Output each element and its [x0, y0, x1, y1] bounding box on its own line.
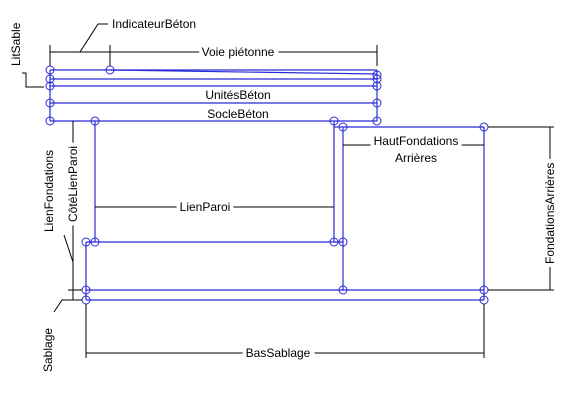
cote-lien-paroi-label: CôtéLienParoi: [66, 146, 80, 222]
bas-sablage-label: BasSablage: [246, 346, 311, 360]
sablage-leader: [53, 299, 82, 313]
lien-fondations-leader: [63, 234, 74, 263]
haut-fondations-label-line2: Arrières: [395, 151, 437, 165]
vertex-marker: [338, 285, 348, 295]
structure-outlines: [49, 69, 485, 301]
vertex-marker: [372, 70, 382, 80]
lien-fondations-label: LienFondations: [42, 150, 56, 232]
vertex-marker: [329, 116, 339, 126]
vertex-marker: [372, 81, 382, 91]
dimension-lines: [22, 23, 554, 358]
vertex-marker: [338, 237, 348, 247]
indicateur-beton-leader: [79, 23, 108, 53]
vertex-marker: [329, 237, 339, 247]
vertex-marker: [45, 116, 55, 126]
labels: IndicateurBéton LitSable Voie piétonne U…: [9, 17, 561, 372]
socle-beton-label: SocleBéton: [207, 107, 268, 121]
vertex-marker: [372, 116, 382, 126]
vertex-marker: [45, 81, 55, 91]
vertex-marker: [372, 98, 382, 108]
indicateur-beton-label: IndicateurBéton: [112, 17, 196, 31]
vertex-markers: [45, 65, 489, 305]
unites-beton-label: UnitésBéton: [205, 88, 270, 102]
lien-paroi-label: LienParoi: [180, 200, 231, 214]
vertex-marker: [45, 74, 55, 84]
lit-sable-leader: [22, 72, 44, 88]
vertex-marker: [338, 122, 348, 132]
voie-pietonne-slope: [109, 69, 378, 75]
haut-fondations-label-line1: HautFondations: [374, 134, 459, 148]
vertex-marker: [81, 237, 91, 247]
vertex-marker: [372, 74, 382, 84]
lit-sable-label: LitSable: [9, 22, 23, 66]
vertex-marker: [45, 98, 55, 108]
vertex-marker: [90, 116, 100, 126]
sablage-label: Sablage: [41, 328, 55, 372]
fondations-arrieres-label: FondationsArrières: [543, 163, 557, 264]
voie-pietonne-label: Voie piétonne: [202, 45, 275, 59]
vertex-marker: [90, 237, 100, 247]
